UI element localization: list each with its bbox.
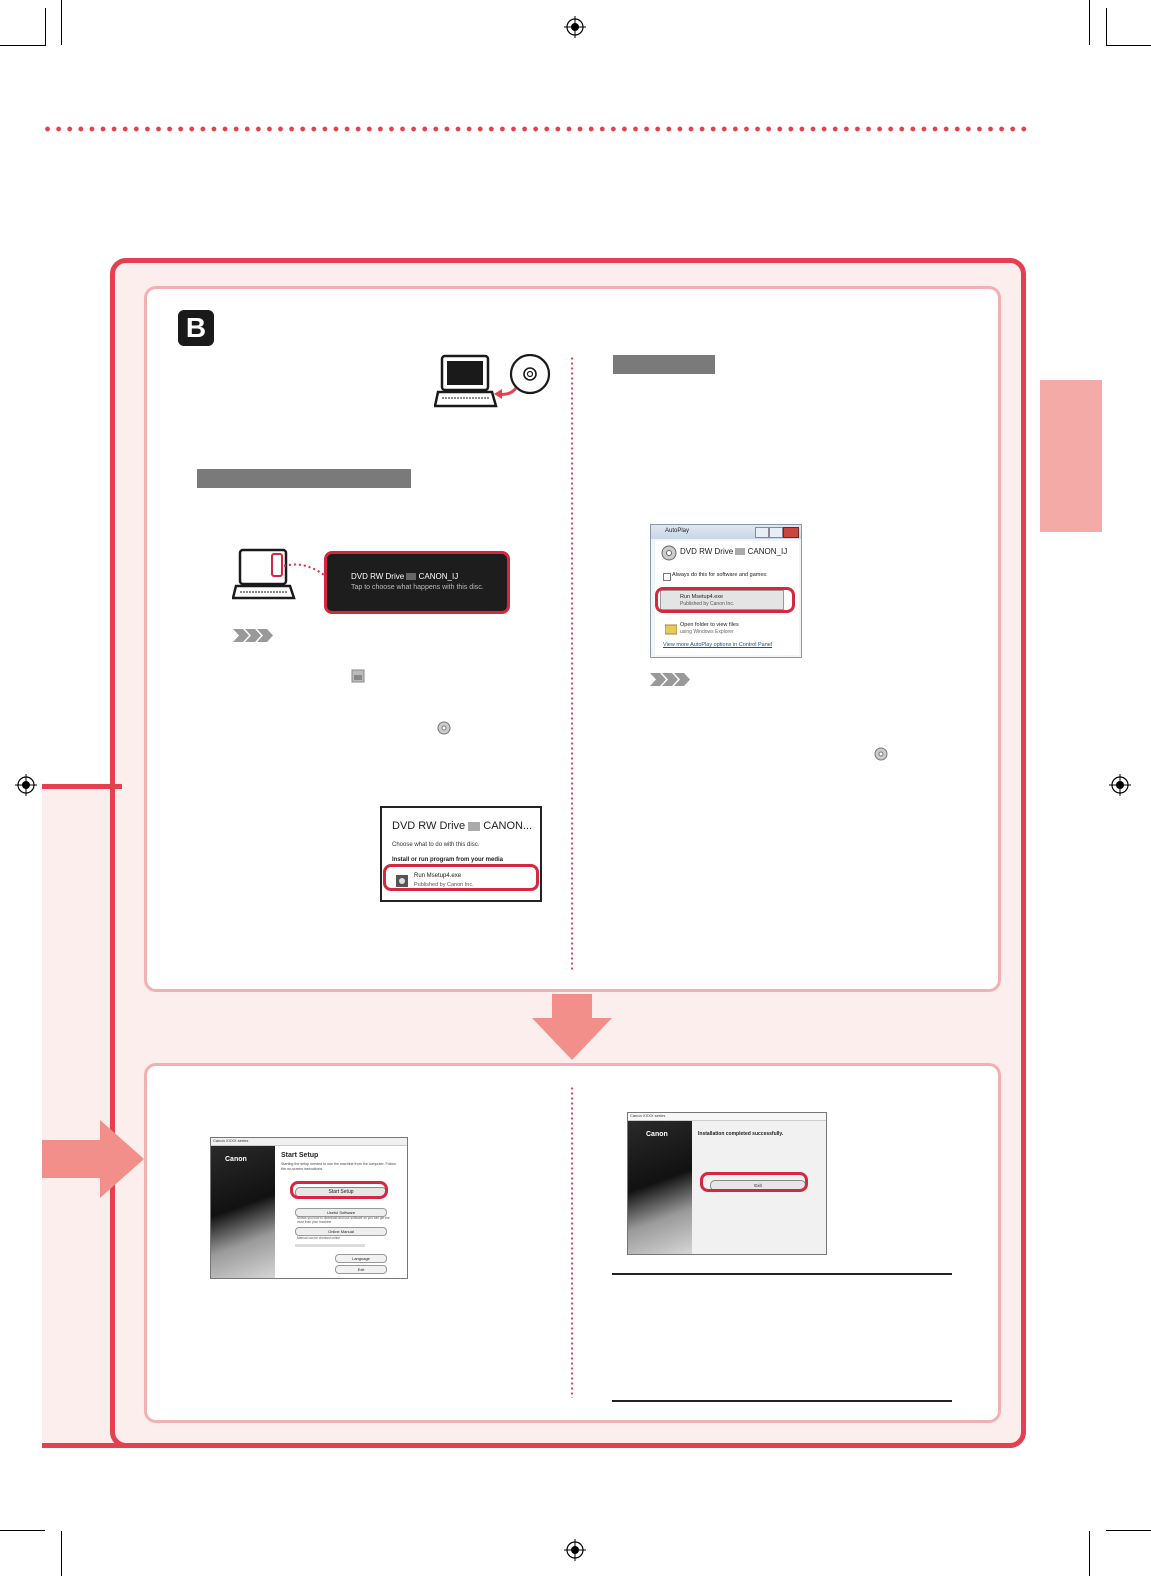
rule-line xyxy=(612,1400,952,1402)
outer-frame-line xyxy=(42,784,122,789)
crop-mark xyxy=(1089,1531,1090,1576)
registration-mark-icon xyxy=(15,774,37,796)
complete-window-title: Canon XXXX series xyxy=(630,1113,666,1118)
crop-mark xyxy=(45,8,46,46)
note-chevrons-icon xyxy=(233,629,273,642)
disc-drive-icon xyxy=(661,545,677,561)
folder-icon xyxy=(351,669,365,683)
arrow-down-icon xyxy=(532,994,612,1060)
outer-frame-line xyxy=(42,1443,942,1448)
autoplay-item-highlight xyxy=(660,590,784,610)
crop-mark xyxy=(0,45,45,46)
rule-line xyxy=(612,1273,952,1275)
crop-mark xyxy=(61,0,62,45)
laptop-disc-icon xyxy=(434,354,551,408)
autoplay-window-title: AutoPlay xyxy=(665,528,690,534)
note-chevrons-icon xyxy=(650,673,690,686)
side-tab xyxy=(1040,380,1102,532)
complete-titlebar: Canon XXXX series xyxy=(628,1113,826,1121)
registration-mark-icon xyxy=(564,1539,586,1561)
step-badge: B xyxy=(178,310,214,346)
folder-icon xyxy=(665,624,677,635)
dotted-divider xyxy=(42,125,1032,133)
online-manual-desc: Manual can be checked online. xyxy=(297,1236,341,1240)
tap-dialog-subtitle: Tap to choose what happens with this dis… xyxy=(351,584,484,591)
choose-dialog-heading: Install or run program from your media xyxy=(392,857,504,863)
online-manual-button[interactable]: Online Manual xyxy=(295,1227,387,1236)
maximize-button[interactable] xyxy=(769,527,783,538)
autoplay-drive-title: DVD RW Drive CANON_IJ xyxy=(680,547,788,556)
column-divider xyxy=(571,356,573,972)
crop-mark xyxy=(61,1531,62,1576)
complete-brand: Canon xyxy=(646,1131,668,1138)
setup-titlebar: Canon XXXX series xyxy=(211,1138,407,1146)
autoplay-titlebar: AutoPlay xyxy=(651,525,801,539)
crop-mark xyxy=(1106,45,1151,46)
choose-dialog-title: DVD RW Drive CANON... xyxy=(392,820,533,832)
start-setup-window: Canon XXXX series Canon Start Setup Star… xyxy=(210,1137,408,1279)
setup-description: Starting the setup needed to use the mac… xyxy=(281,1162,396,1171)
always-checkbox[interactable] xyxy=(663,573,671,581)
laptop-icon xyxy=(232,548,296,600)
setup-hint-line xyxy=(295,1244,365,1247)
autoplay-folder-label: Open folder to view files xyxy=(680,622,739,628)
always-checkbox-label: Always do this for software and games: xyxy=(672,572,768,578)
choose-action-dialog: DVD RW Drive CANON... Choose what to do … xyxy=(380,806,542,902)
autoplay-options-link[interactable]: View more AutoPlay options in Control Pa… xyxy=(663,642,773,648)
setup-window-title: Canon XXXX series xyxy=(213,1138,249,1143)
column-divider xyxy=(571,1086,573,1398)
close-button[interactable] xyxy=(783,527,799,538)
complete-message: Installation completed successfully. xyxy=(698,1131,784,1137)
useful-software-desc: Shows you how to download and use softwa… xyxy=(297,1216,390,1224)
exit-highlight[interactable] xyxy=(700,1172,808,1192)
setup-hero-image: Canon xyxy=(211,1146,275,1278)
start-setup-highlight[interactable] xyxy=(290,1181,388,1199)
setup-title: Start Setup xyxy=(281,1152,319,1159)
outer-frame-extension xyxy=(42,786,114,1448)
run-msetup-option[interactable] xyxy=(655,587,795,613)
tap-notification[interactable]: DVD RW Drive CANON_IJ Tap to choose what… xyxy=(324,551,510,614)
arrow-right-icon xyxy=(42,1120,144,1198)
dotted-connector xyxy=(283,563,329,579)
crop-mark xyxy=(0,1530,45,1531)
install-complete-window: Canon XXXX series Canon Installation com… xyxy=(627,1112,827,1255)
tap-dialog-title: DVD RW Drive CANON_IJ xyxy=(351,572,459,581)
complete-hero-image: Canon xyxy=(628,1121,692,1254)
choose-item-publisher: Published by Canon Inc. xyxy=(414,882,474,888)
choose-item-name: Run Msetup4.exe xyxy=(414,873,462,879)
useful-software-button[interactable]: Useful Software xyxy=(295,1208,387,1217)
minimize-button[interactable] xyxy=(755,527,769,538)
crop-mark xyxy=(1106,8,1107,46)
registration-mark-icon xyxy=(1109,774,1131,796)
setup-disc-icon xyxy=(396,875,408,887)
section-label-bar xyxy=(613,355,715,374)
setup-disc-icon xyxy=(437,721,451,735)
crop-mark xyxy=(1106,1530,1151,1531)
run-msetup-option[interactable] xyxy=(383,864,539,891)
autoplay-item-name-overlay: Run Msetup4.exe xyxy=(680,594,724,600)
autoplay-folder-sub: using Windows Explorer xyxy=(680,629,734,635)
setup-exit-button[interactable]: Exit xyxy=(335,1265,387,1274)
setup-brand: Canon xyxy=(225,1156,247,1163)
setup-disc-icon xyxy=(874,747,888,761)
registration-mark-icon xyxy=(564,16,586,38)
autoplay-item-publisher-overlay: Published by Canon Inc. xyxy=(680,601,735,607)
choose-dialog-subtitle: Choose what to do with this disc. xyxy=(392,842,480,848)
language-button[interactable]: Language xyxy=(335,1254,387,1263)
crop-mark xyxy=(1089,0,1090,45)
section-label-bar xyxy=(197,469,411,488)
